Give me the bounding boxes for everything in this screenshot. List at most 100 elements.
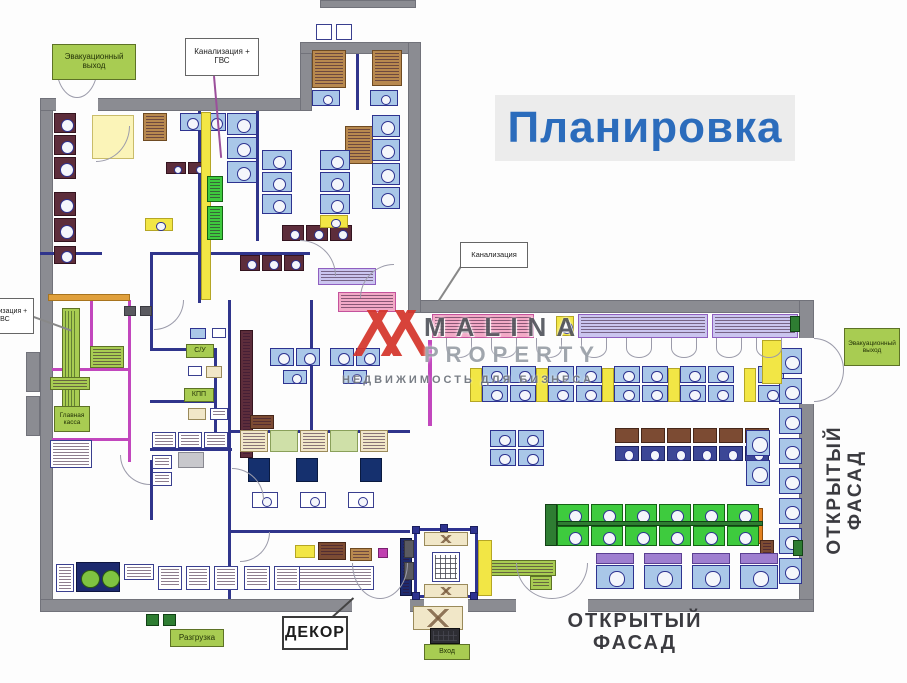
equipment-block [432,552,460,582]
equipment-block [283,370,307,384]
seat-dot [568,531,582,545]
label-decor: ДЕКОР [282,616,348,650]
equipment-block [240,430,268,452]
seat-dot [609,571,625,587]
equipment-block [262,150,292,170]
equipment-block [262,194,292,214]
equipment-block [152,472,172,486]
equipment-block [779,348,802,374]
equipment-block [712,314,798,338]
door-gap [56,98,98,111]
door-arc [756,338,782,358]
watermark-logo-bar [394,310,431,356]
seat-dot [272,155,286,169]
seat-dot [675,450,687,461]
wall-segment [26,396,40,436]
equipment-block [312,90,340,106]
equipment-block [470,368,482,402]
texture-lines [210,209,220,237]
equipment-block [180,113,202,131]
texture-lines [53,443,89,465]
equipment-block [746,430,770,456]
seat-dot [717,370,729,383]
equipment-block [779,378,802,404]
equipment-block [295,545,315,558]
texture-lines [243,433,265,449]
equipment-block [591,526,623,546]
partition [128,300,131,462]
equipment-block [668,368,680,402]
equipment-block [296,458,318,482]
equipment-block [360,458,382,482]
seat-dot [657,571,673,587]
partition [356,54,359,110]
seat-dot [636,531,650,545]
seat-dot [557,389,569,402]
equipment-block [372,50,402,86]
seat-dot [337,229,349,241]
equipment-block [490,430,516,447]
equipment-block [779,498,802,524]
equipment-block [779,558,802,584]
texture-lines [146,116,164,138]
label-title: Планировка [495,95,795,161]
seat-dot [236,118,252,134]
seat-dot [357,496,369,508]
partition [428,340,432,426]
texture-lines [715,317,795,335]
equipment-block [204,432,228,448]
equipment-block [296,348,320,366]
label-callout-sewage-top: Канализация + ГВС [185,38,259,76]
equipment-block [300,492,326,508]
equipment-block [350,548,372,561]
equipment-block [744,368,756,402]
equipment-block [659,504,691,524]
seat-dot [313,229,325,241]
equipment-block [615,446,639,461]
texture-lines [189,569,207,587]
equipment-block [779,438,802,464]
seat-dot [585,389,597,402]
equipment-block [746,460,770,486]
equipment-block [430,628,460,644]
equipment-block [244,566,270,590]
door-arc [120,455,150,485]
seat-dot [651,370,663,383]
equipment-block [693,446,717,461]
seat-dot [602,531,616,545]
texture-lines [155,435,173,445]
equipment-block [124,306,136,316]
equipment-block [578,314,708,338]
partition [198,111,201,303]
partition [310,300,313,432]
equipment-block [424,584,468,598]
equipment-block [178,432,202,448]
equipment-block [158,566,182,590]
equipment-block [54,218,76,242]
door-arc [516,563,552,599]
equipment-block [360,430,388,452]
seat-dot [689,389,701,402]
door-arc [446,338,472,358]
pill-mark [101,569,120,589]
equipment-block [424,532,468,546]
seat-dot [491,389,503,402]
seat-dot [246,259,258,271]
equipment-block [227,161,257,183]
wall-segment [420,300,812,313]
equipment-block [557,521,763,526]
seat-dot [380,168,396,184]
equipment-block [548,385,574,402]
equipment-block [708,366,734,383]
seat-dot [352,374,362,384]
texture-lines [127,567,151,577]
label-evac-exit-top: Эвакуационный выход [52,44,136,80]
seat-dot [785,415,800,431]
seat-dot [527,434,539,447]
partition [214,348,217,450]
equipment-block [90,346,124,368]
equipment-block [692,565,730,589]
equipment-block [641,446,665,461]
seat-dot [727,450,739,461]
door-arc [240,532,270,562]
